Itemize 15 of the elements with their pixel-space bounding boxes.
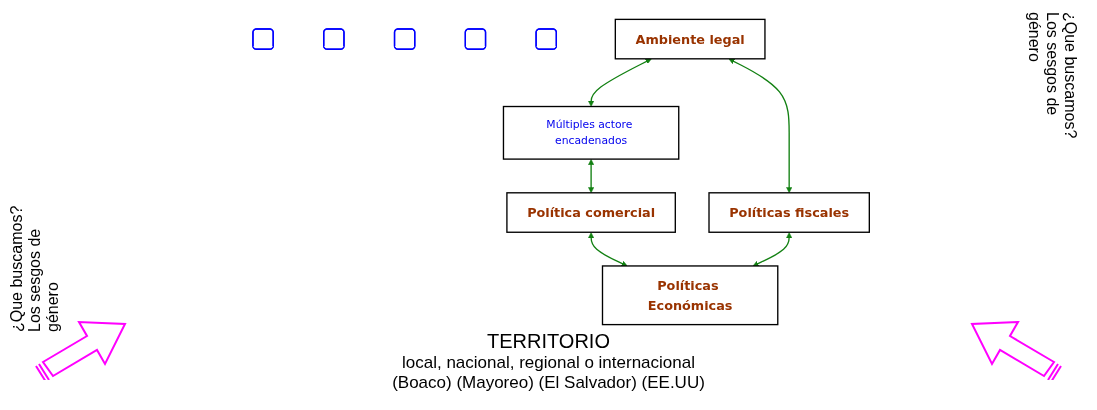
node-box: Múltiples actore encadenados	[502, 105, 680, 160]
territory-heading: TERRITORIO	[486, 330, 611, 353]
node-box: Ambiente legal	[614, 18, 766, 60]
arrow	[588, 159, 595, 194]
arrow	[588, 232, 628, 267]
territory-text: (Boaco) (Mayoreo) (El Salvador) (EE.UU)	[392, 373, 705, 393]
territory-text: local, nacional, regional o internacional	[401, 353, 696, 373]
node-box: Políticas Económicas	[601, 265, 779, 326]
node-box: Políticas fiscales	[708, 192, 870, 233]
arrow	[752, 232, 793, 267]
arrow	[588, 58, 652, 107]
node-box: Política comercial	[506, 192, 676, 233]
arrow	[728, 58, 793, 194]
side-note: ¿Que buscamos? Los sesgos de género	[8, 204, 62, 332]
side-note: ¿Que buscamos? Los sesgos de género	[1025, 12, 1079, 141]
